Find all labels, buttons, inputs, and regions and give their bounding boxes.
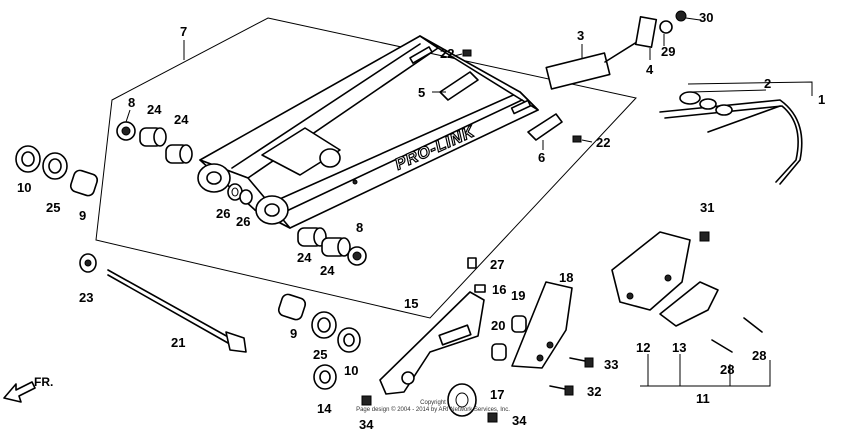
- chain-guide-12[interactable]: [611, 231, 691, 311]
- roller-17[interactable]: [447, 383, 477, 417]
- drive-chain-1[interactable]: [659, 99, 803, 185]
- bolt-27[interactable]: [467, 257, 477, 269]
- nut-29[interactable]: [659, 20, 673, 34]
- callout-5: 5: [418, 85, 425, 100]
- collar-19[interactable]: [511, 315, 527, 333]
- callout-27: 27: [490, 257, 504, 272]
- callout-28b: 28: [752, 348, 766, 363]
- callout-22b: 22: [596, 135, 610, 150]
- copyright-line-2: Page design © 2004 - 2014 by ARI Network…: [356, 407, 510, 413]
- collar-20[interactable]: [491, 343, 507, 361]
- callout-24c: 24: [297, 250, 312, 265]
- callout-12: 12: [636, 340, 650, 355]
- callout-24b: 24: [174, 112, 189, 127]
- collar-8-top[interactable]: [116, 121, 136, 141]
- callout-34b: 34: [512, 413, 527, 428]
- callout-15: 15: [404, 296, 418, 311]
- callout-26a: 26: [216, 206, 230, 221]
- bearing-25-lower[interactable]: [311, 311, 337, 339]
- callout-21: 21: [171, 335, 185, 350]
- callout-10b: 10: [344, 363, 358, 378]
- washer-30[interactable]: [675, 10, 687, 22]
- bolt-22-b[interactable]: [572, 135, 582, 143]
- dust-seal-10-lower[interactable]: [337, 327, 361, 353]
- callout-23: 23: [79, 290, 93, 305]
- seal-14[interactable]: [313, 364, 337, 390]
- callout-28a: 28: [720, 362, 734, 377]
- callout-9b: 9: [290, 326, 297, 341]
- collar-9-lower[interactable]: [277, 293, 307, 321]
- plate-18[interactable]: [511, 281, 573, 369]
- callout-9a: 9: [79, 208, 86, 223]
- adjuster-plate-5[interactable]: [439, 71, 479, 101]
- callout-6: 6: [538, 150, 545, 165]
- bearing-25[interactable]: [42, 152, 68, 180]
- chain-joint-2[interactable]: [679, 91, 733, 116]
- callout-30: 30: [699, 10, 713, 25]
- callout-24a: 24: [147, 102, 162, 117]
- bolt-34-b[interactable]: [487, 412, 498, 423]
- screw-28-a[interactable]: [711, 339, 733, 353]
- bolt-22-a[interactable]: [462, 49, 472, 57]
- collar-9[interactable]: [69, 169, 99, 197]
- bearing-24-a[interactable]: [139, 127, 167, 147]
- chain-slider-15[interactable]: [379, 291, 485, 395]
- callout-2: 2: [764, 76, 771, 91]
- bearing-24-b[interactable]: [165, 144, 193, 164]
- collar-8-bottom[interactable]: [347, 246, 367, 266]
- callout-19: 19: [511, 288, 525, 303]
- copyright-notice: Copyright Page design © 2004 - 2014 by A…: [338, 400, 528, 414]
- callout-33: 33: [604, 357, 618, 372]
- leader-lines: [125, 17, 813, 387]
- callout-4: 4: [646, 62, 654, 77]
- callout-7: 7: [180, 24, 187, 39]
- callout-34a: 34: [359, 417, 374, 432]
- adjuster-3[interactable]: [545, 39, 641, 90]
- bolt-31[interactable]: [699, 231, 710, 242]
- callout-25b: 25: [313, 347, 327, 362]
- callout-16: 16: [492, 282, 506, 297]
- callout-25a: 25: [46, 200, 60, 215]
- callouts: 1 2 3 4 5 6 7 8 8 9 9 10 10 11 12 13 14 …: [17, 10, 825, 432]
- callout-29: 29: [661, 44, 675, 59]
- pivot-bolt-21[interactable]: [107, 269, 247, 353]
- callout-13: 13: [672, 340, 686, 355]
- bolt-16[interactable]: [474, 284, 486, 293]
- callout-11: 11: [696, 391, 710, 406]
- bolt-32[interactable]: [549, 385, 574, 396]
- callout-22a: 22: [440, 46, 454, 61]
- chain-guide-13[interactable]: [659, 281, 719, 327]
- callout-8b: 8: [356, 220, 363, 235]
- front-direction-arrow: FR.: [3, 375, 53, 403]
- callout-32: 32: [587, 384, 601, 399]
- callout-14: 14: [317, 401, 332, 416]
- callout-8a: 8: [128, 95, 135, 110]
- callout-26b: 26: [236, 214, 250, 229]
- bolt-33[interactable]: [569, 357, 594, 368]
- callout-20: 20: [491, 318, 505, 333]
- swingarm-group-outline: [95, 17, 637, 319]
- callout-31: 31: [700, 200, 714, 215]
- callout-1: 1: [818, 92, 825, 107]
- callout-17: 17: [490, 387, 504, 402]
- callout-3: 3: [577, 28, 584, 43]
- nut-23[interactable]: [79, 253, 97, 273]
- bolt-34-a[interactable]: [361, 395, 372, 406]
- dust-seal-10[interactable]: [15, 145, 41, 173]
- callout-24d: 24: [320, 263, 335, 278]
- bearing-24-d[interactable]: [321, 237, 351, 257]
- adjuster-plate-6[interactable]: [527, 113, 563, 141]
- front-direction-label: FR.: [34, 375, 53, 389]
- plate-4[interactable]: [634, 16, 658, 48]
- seal-26-b[interactable]: [239, 189, 253, 205]
- screw-28-b[interactable]: [743, 317, 763, 333]
- callout-18: 18: [559, 270, 573, 285]
- copyright-line-1: Copyright: [420, 400, 446, 406]
- callout-10a: 10: [17, 180, 31, 195]
